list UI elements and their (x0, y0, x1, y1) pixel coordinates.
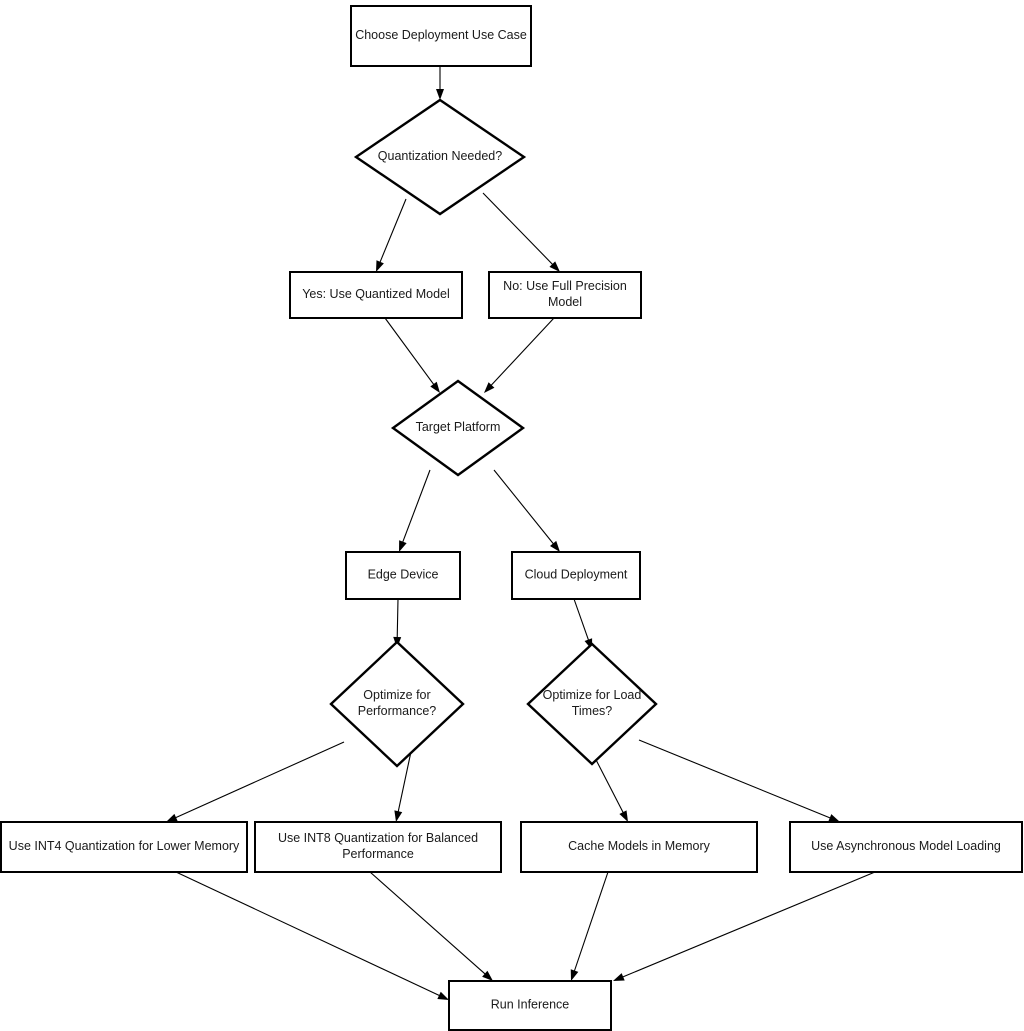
node-box (0, 821, 248, 873)
node-quantization-needed[interactable]: Quantization Needed? (353, 98, 527, 216)
edge-optimize-for-performance-to-use-int4-quantization (166, 741, 345, 822)
edge-quantization-needed-to-yes-use-quantized-model (376, 198, 407, 272)
edge-use-int4-quantization-to-run-inference (175, 871, 449, 1000)
node-box (345, 551, 461, 600)
node-box (520, 821, 758, 873)
edge-use-asynchronous-model-loading-to-run-inference (613, 871, 876, 981)
edge-optimize-for-performance-to-use-int8-quantization (394, 746, 413, 822)
node-box (254, 821, 502, 873)
node-cloud-deployment[interactable]: Cloud Deployment (511, 551, 641, 600)
edge-quantization-needed-to-no-use-full-precision-model (482, 192, 560, 272)
node-label: Quantization Needed? (378, 149, 502, 163)
node-box (511, 551, 641, 600)
node-choose-deployment-use-case[interactable]: Choose Deployment Use Case (350, 5, 532, 67)
node-box (350, 5, 532, 67)
edge-cache-models-in-memory-to-run-inference (570, 871, 609, 981)
node-run-inference[interactable]: Run Inference (448, 980, 612, 1031)
node-box (289, 271, 463, 319)
node-use-int4-quantization[interactable]: Use INT4 Quantization for Lower Memory (0, 821, 248, 873)
node-box (448, 980, 612, 1031)
node-diamond (353, 98, 527, 216)
edge-use-int8-quantization-to-run-inference (369, 871, 493, 981)
node-label: Use Asynchronous Model Loading (811, 839, 1001, 853)
edge-choose-deployment-use-case-to-quantization-needed (436, 66, 444, 100)
node-diamond (329, 640, 465, 768)
edge-cloud-deployment-to-optimize-for-load-times (573, 598, 593, 650)
node-diamond (526, 642, 658, 766)
edge-optimize-for-load-times-to-cache-models-in-memory (591, 751, 628, 822)
edge-optimize-for-load-times-to-use-asynchronous-model-loading (638, 739, 840, 822)
node-box (789, 821, 1023, 873)
node-box (488, 271, 642, 319)
node-use-asynchronous-model-loading[interactable]: Use Asynchronous Model Loading (789, 821, 1023, 873)
edges-layer (166, 66, 876, 1000)
node-diamond (390, 379, 526, 477)
node-yes-use-quantized-model[interactable]: Yes: Use Quantized Model (289, 271, 463, 319)
node-cache-models-in-memory[interactable]: Cache Models in Memory (520, 821, 758, 873)
edge-target-platform-to-cloud-deployment (493, 469, 560, 552)
node-label: Run Inference (491, 998, 570, 1012)
node-label: Cloud Deployment (525, 568, 628, 582)
node-edge-device[interactable]: Edge Device (345, 551, 461, 600)
node-label: Edge Device (368, 568, 439, 582)
node-label: Choose Deployment Use Case (355, 28, 527, 42)
edge-no-use-full-precision-model-to-target-platform (484, 317, 555, 393)
node-target-platform[interactable]: Target Platform (390, 379, 526, 477)
edge-target-platform-to-edge-device (399, 469, 431, 552)
node-label: Cache Models in Memory (568, 839, 710, 853)
node-label: Use INT4 Quantization for Lower Memory (9, 839, 240, 853)
node-label: Yes: Use Quantized Model (302, 287, 450, 301)
node-label: Target Platform (416, 420, 501, 434)
edge-yes-use-quantized-model-to-target-platform (384, 317, 440, 393)
